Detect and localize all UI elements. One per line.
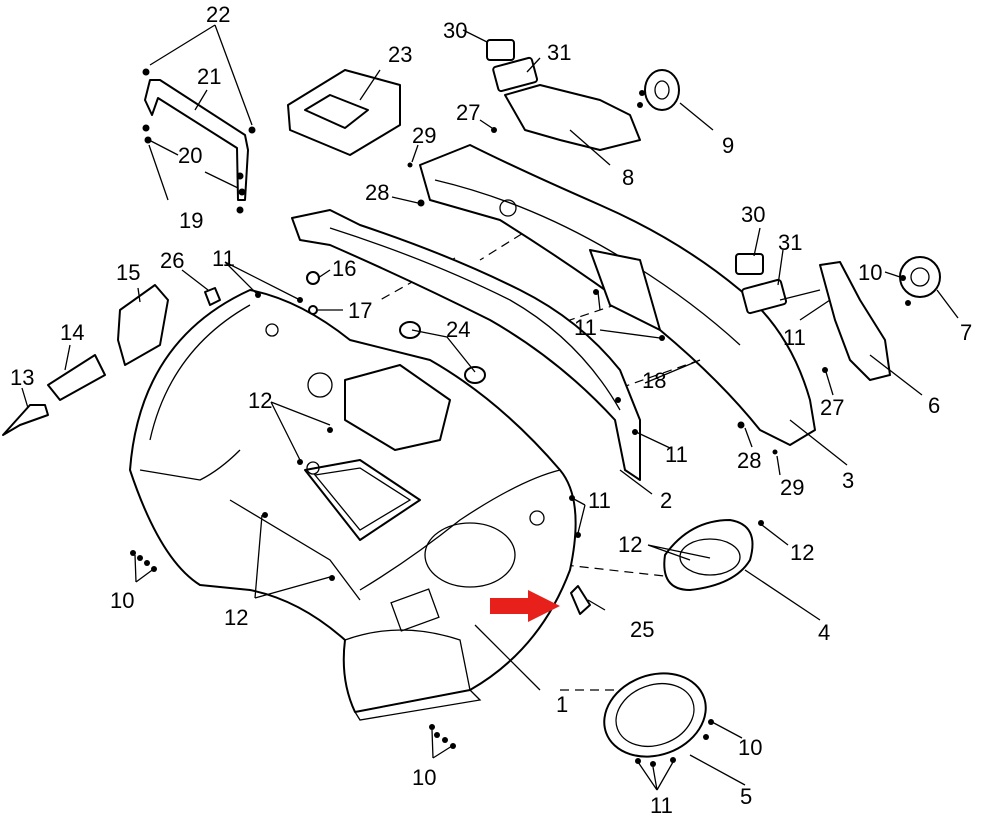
part-3-rear-bumper xyxy=(419,144,816,446)
callout-30a: 30 xyxy=(443,18,467,43)
part-6-right-bracket xyxy=(819,261,891,381)
callout-19: 19 xyxy=(179,208,203,233)
highlight-arrow xyxy=(490,590,560,622)
callout-26: 26 xyxy=(160,248,184,273)
callout-11e: 11 xyxy=(783,325,806,350)
callout-27b: 27 xyxy=(820,395,844,420)
part-26-clip xyxy=(204,287,221,306)
part-2-rear-rail xyxy=(291,209,641,481)
part-30-31-plates xyxy=(486,39,788,315)
callout-11f: 11 xyxy=(650,793,673,818)
part-7-round-cap xyxy=(899,256,941,298)
callout-10c: 10 xyxy=(738,735,762,760)
part-23-box xyxy=(287,69,401,156)
callout-30b: 30 xyxy=(741,202,765,227)
callout-31a: 31 xyxy=(547,40,571,65)
callout-9: 9 xyxy=(722,133,734,158)
part-13-clip xyxy=(2,404,49,436)
part-9-round-cap xyxy=(644,69,680,111)
callout-23: 23 xyxy=(388,42,412,67)
part-1-rear-fender xyxy=(129,289,577,721)
part-16-nut xyxy=(306,271,320,285)
callout-18: 18 xyxy=(642,368,666,393)
part-17-washer xyxy=(308,305,318,315)
callout-28b: 28 xyxy=(737,448,761,473)
callout-11b: 11 xyxy=(574,315,597,340)
callout-27a: 27 xyxy=(456,100,480,125)
callout-4: 4 xyxy=(818,620,830,645)
callout-22: 22 xyxy=(206,2,230,27)
callout-25: 25 xyxy=(630,617,654,642)
callout-20: 20 xyxy=(178,143,202,168)
callout-11d: 11 xyxy=(588,488,611,513)
callout-16: 16 xyxy=(332,256,356,281)
callout-21: 21 xyxy=(197,64,221,89)
part-14-pad xyxy=(47,354,106,401)
callout-13: 13 xyxy=(10,365,34,390)
callout-12c: 12 xyxy=(618,532,642,557)
part-8-left-bracket xyxy=(504,84,641,151)
callout-11c: 11 xyxy=(665,442,688,467)
callout-31b: 31 xyxy=(778,230,802,255)
callout-12b: 12 xyxy=(224,605,248,630)
callout-28a: 28 xyxy=(365,180,389,205)
callout-15: 15 xyxy=(116,260,140,285)
callout-2: 2 xyxy=(660,488,672,513)
callout-12a: 12 xyxy=(248,388,272,413)
callout-10a: 10 xyxy=(110,588,134,613)
callout-1: 1 xyxy=(556,692,568,717)
part-25-bracket xyxy=(570,585,591,615)
part-24-spacers xyxy=(399,321,486,384)
callout-24: 24 xyxy=(446,317,470,342)
callout-8: 8 xyxy=(622,165,634,190)
callout-14: 14 xyxy=(60,320,84,345)
callout-5: 5 xyxy=(740,784,752,809)
callout-3: 3 xyxy=(842,468,854,493)
part-21-handle-bar xyxy=(144,79,249,201)
callout-12d: 12 xyxy=(790,540,814,565)
leader-lines xyxy=(21,24,959,791)
callout-labels: 1 2 3 4 5 6 7 8 9 10 10 10 10 11 11 11 1… xyxy=(10,2,972,818)
callout-6: 6 xyxy=(928,393,940,418)
part-5-ring-flange xyxy=(603,672,707,758)
callout-7: 7 xyxy=(960,320,972,345)
callout-29b: 29 xyxy=(780,475,804,500)
callout-29a: 29 xyxy=(412,123,436,148)
callout-10d: 10 xyxy=(858,260,882,285)
callout-10b: 10 xyxy=(412,765,436,790)
part-15-cover xyxy=(117,284,169,366)
fastener-dots xyxy=(142,68,256,214)
callout-11a: 11 xyxy=(212,246,235,271)
callout-17: 17 xyxy=(348,298,372,323)
